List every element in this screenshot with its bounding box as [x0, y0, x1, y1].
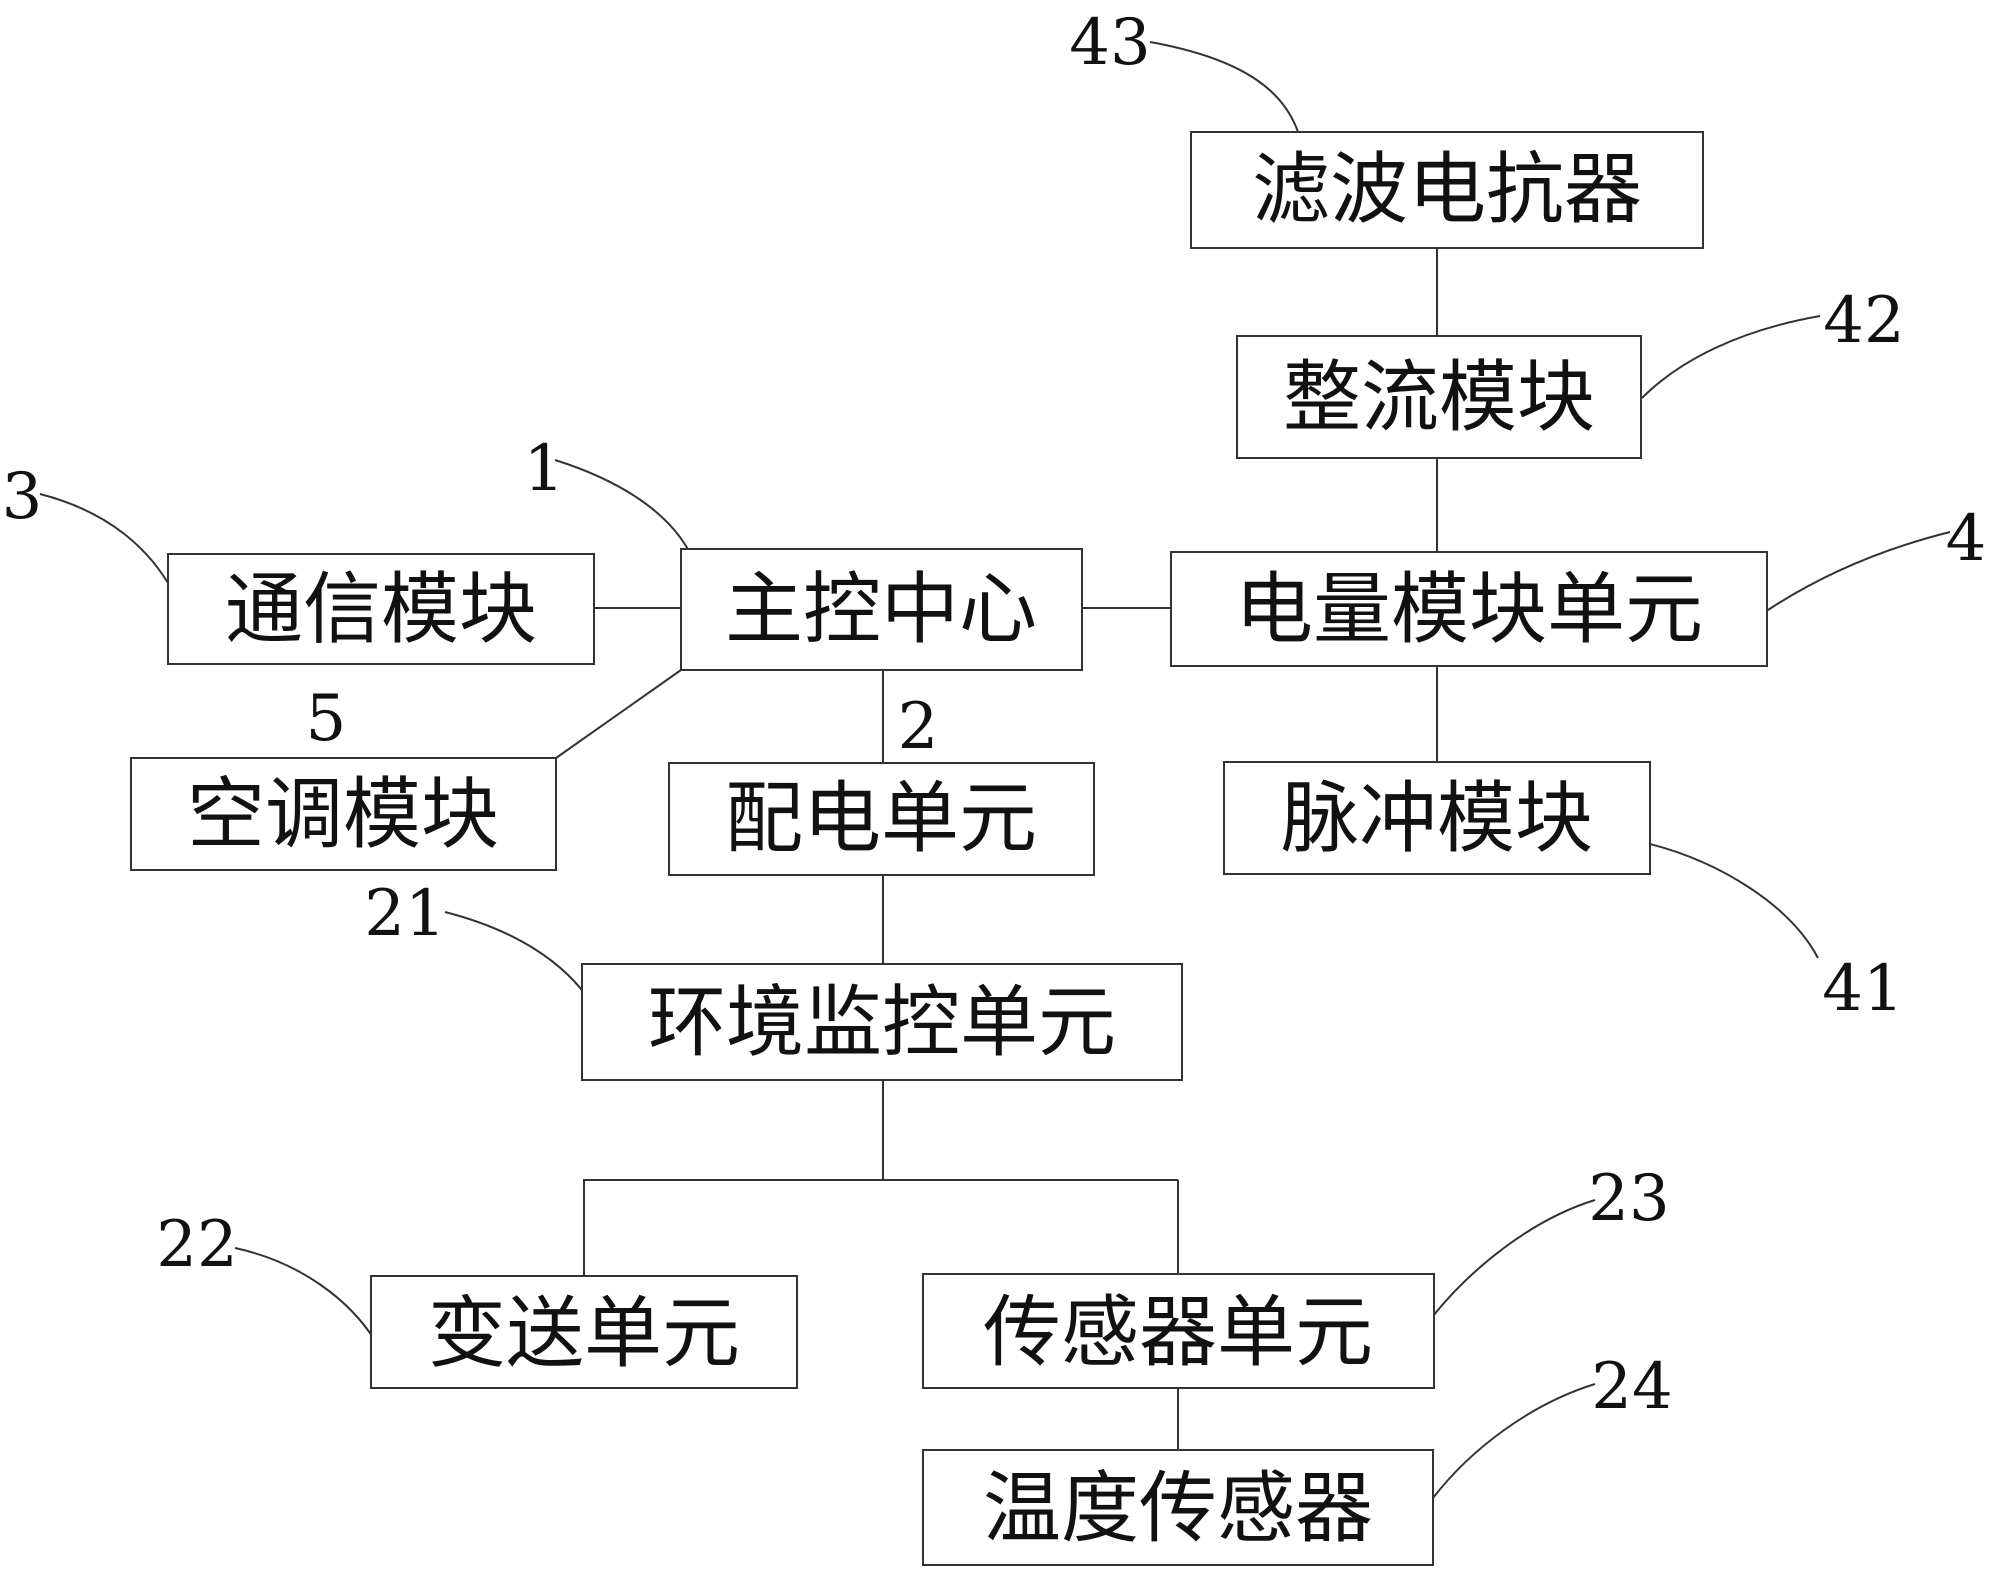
env-monitoring-box — [581, 963, 1183, 1081]
ref-22: 22 — [156, 1208, 237, 1282]
leader-1 — [554, 459, 691, 554]
leader-24 — [1432, 1383, 1596, 1499]
pulse-module-box — [1223, 761, 1651, 875]
temperature-sensor-box — [922, 1449, 1434, 1566]
ref-2: 2 — [898, 690, 939, 764]
filter-reactor-label: 滤波电抗器 — [1252, 145, 1642, 235]
ref-4: 4 — [1946, 502, 1987, 576]
leader-42 — [1641, 315, 1821, 399]
power-distribution-label: 配电单元 — [725, 774, 1037, 864]
rectifier-module-box — [1236, 335, 1642, 459]
transmitter-label: 变送单元 — [428, 1289, 740, 1379]
communication-box — [167, 553, 595, 665]
rectifier-module-label: 整流模块 — [1283, 353, 1595, 443]
ref-43: 43 — [1069, 6, 1150, 80]
air-conditioning-box — [130, 757, 557, 871]
leader-23 — [1432, 1199, 1596, 1317]
pulse-module-label: 脉冲模块 — [1281, 774, 1593, 864]
temperature-sensor-label: 温度传感器 — [983, 1464, 1373, 1554]
ref-41: 41 — [1822, 952, 1903, 1026]
leader-4 — [1764, 531, 1951, 613]
leader-43 — [1149, 41, 1299, 133]
transmitter-box — [370, 1275, 798, 1389]
leader-21 — [444, 911, 593, 1005]
leader-3 — [39, 493, 173, 591]
communication-label: 通信模块 — [225, 565, 537, 655]
power-distribution-box — [668, 762, 1095, 876]
env-monitoring-label: 环境监控单元 — [648, 978, 1116, 1068]
sensor-unit-box — [922, 1273, 1435, 1389]
ref-3: 3 — [2, 460, 43, 534]
ref-1: 1 — [524, 432, 565, 506]
leader-22 — [234, 1247, 377, 1343]
air-conditioning-label: 空调模块 — [187, 770, 499, 860]
main-control-label: 主控中心 — [725, 565, 1037, 655]
ref-24: 24 — [1591, 1350, 1672, 1424]
ref-5: 5 — [306, 682, 347, 756]
leader-41 — [1649, 843, 1819, 959]
ref-23: 23 — [1588, 1162, 1669, 1236]
link-env-branches — [583, 1080, 884, 1276]
sensor-unit-label: 传感器单元 — [983, 1288, 1373, 1378]
filter-reactor-box — [1190, 131, 1704, 249]
ref-42: 42 — [1823, 284, 1904, 358]
link-main-aircon — [555, 669, 682, 759]
power-module-unit-box — [1170, 551, 1768, 667]
ref-21: 21 — [364, 877, 445, 951]
power-module-unit-label: 电量模块单元 — [1235, 565, 1703, 655]
main-control-box — [680, 548, 1083, 671]
